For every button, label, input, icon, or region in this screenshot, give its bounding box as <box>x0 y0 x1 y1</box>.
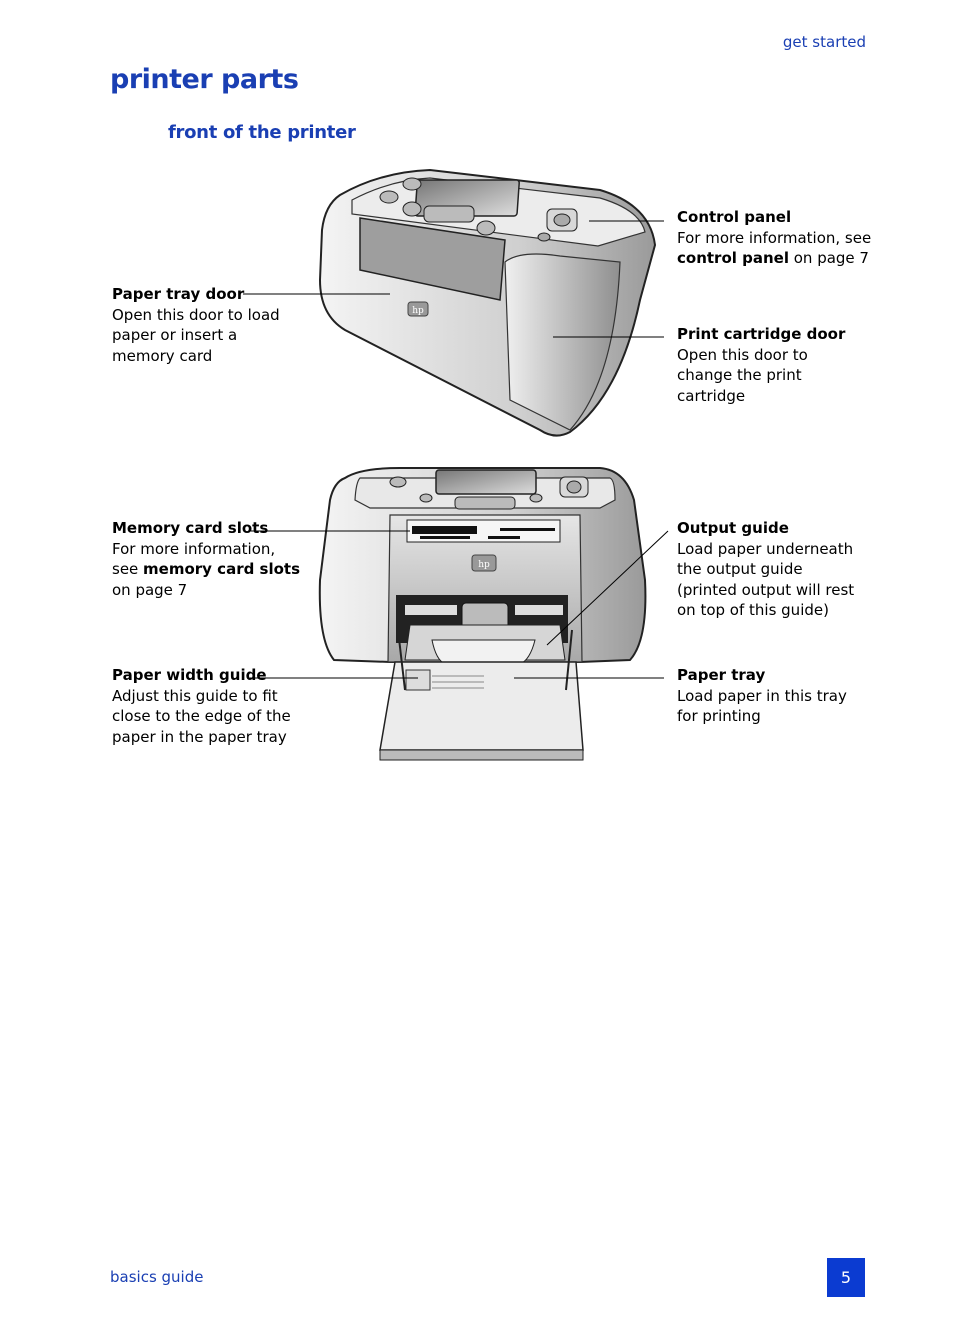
callout-link: memory card slots <box>143 560 301 578</box>
callout-text: Open this door to change the print cartr… <box>677 345 808 405</box>
callout-paper-tray-door: Paper tray door Open this door to load p… <box>112 284 302 366</box>
callout-print-cartridge-door: Print cartridge door Open this door to c… <box>677 324 867 406</box>
printer-front-view: hp <box>318 467 647 761</box>
page-title: printer parts <box>110 64 299 95</box>
callout-output-guide: Output guide Load paper underneath the o… <box>677 518 862 621</box>
svg-text:hp: hp <box>478 560 490 570</box>
callout-title: Control panel <box>677 208 792 226</box>
callout-title: Paper tray door <box>112 285 245 303</box>
callout-text: on page 7 <box>112 580 188 599</box>
callout-title: Memory card slots <box>112 519 269 537</box>
callout-text: For more information, see <box>112 539 276 579</box>
callout-memory-card-slots: Memory card slots For more information, … <box>112 518 302 600</box>
running-header: get started <box>782 33 866 51</box>
callout-paper-width-guide: Paper width guide Adjust this guide to f… <box>112 665 307 747</box>
callout-text: Load paper underneath the output guide (… <box>677 539 855 620</box>
callout-title: Paper tray <box>677 666 766 684</box>
svg-text:hp: hp <box>412 306 424 316</box>
callout-title: Print cartridge door <box>677 325 846 343</box>
callout-title: Paper width guide <box>112 666 267 684</box>
printer-illustrations: hp hp <box>243 168 669 761</box>
section-title: front of the printer <box>168 122 356 143</box>
page-number-badge: 5 <box>827 1258 865 1297</box>
callout-text: Open this door to load paper or insert a… <box>112 305 280 365</box>
footer-doc-title: basics guide <box>110 1268 204 1286</box>
callout-paper-tray: Paper tray Load paper in this tray for p… <box>677 665 867 727</box>
leader-lines <box>243 220 669 679</box>
callout-control-panel: Control panel For more information, see … <box>677 207 877 269</box>
callout-text: For more information, see <box>677 228 872 247</box>
printer-angled-view: hp <box>318 168 657 437</box>
callout-text: on page 7 <box>788 249 869 267</box>
callout-text: Adjust this guide to fit close to the ed… <box>112 686 291 746</box>
callout-link: control panel <box>677 249 789 267</box>
callout-title: Output guide <box>677 519 789 537</box>
callout-text: Load paper in this tray for printing <box>677 686 847 726</box>
